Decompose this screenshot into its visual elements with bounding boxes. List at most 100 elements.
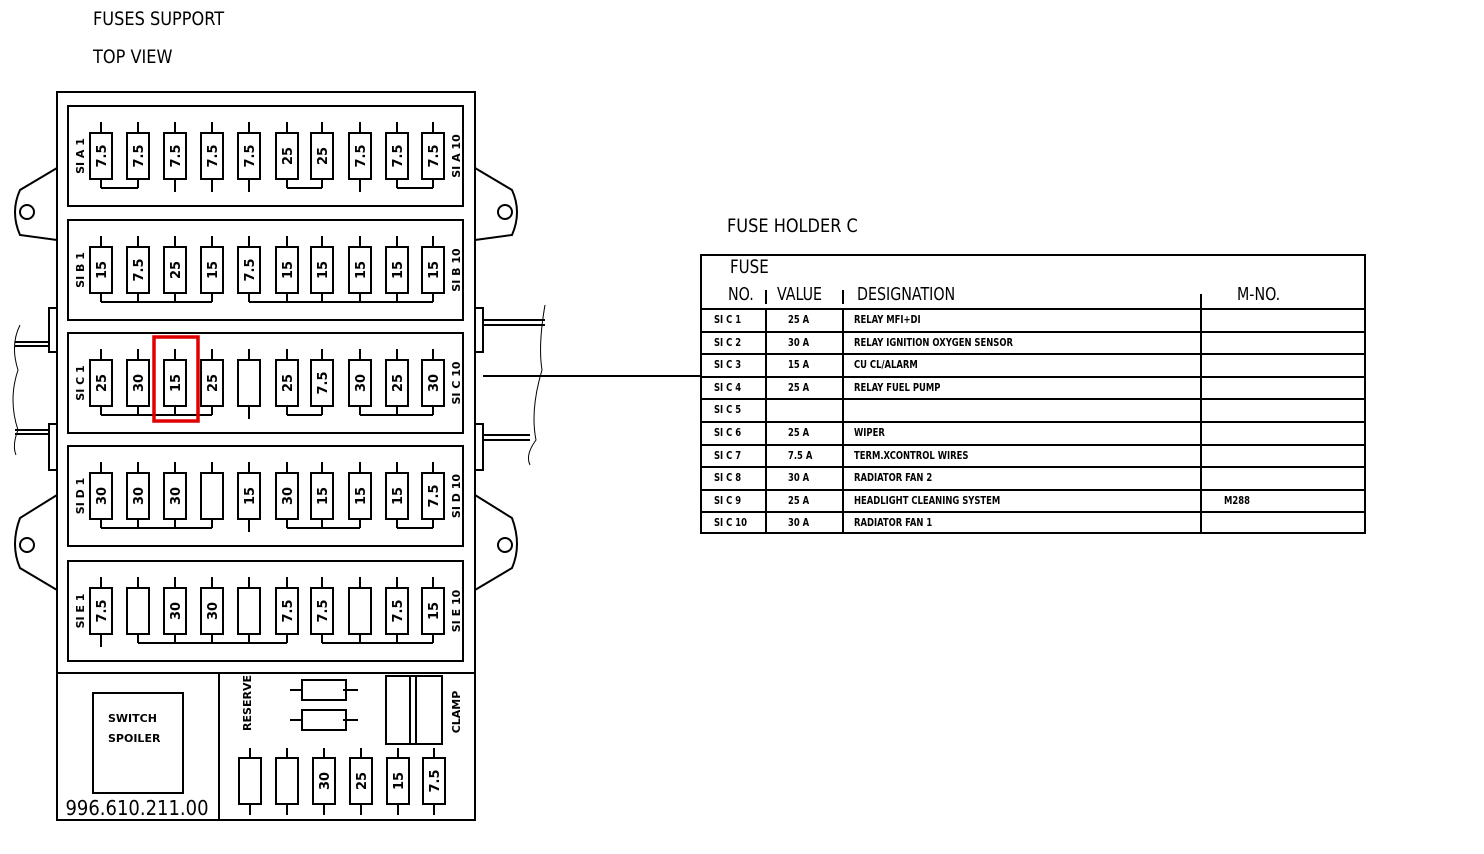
fuse[interactable]: 15 <box>310 462 334 528</box>
spare-fuse[interactable]: 7.5 <box>422 748 446 815</box>
spare-fuse[interactable]: 30 <box>312 748 336 815</box>
fuse[interactable]: 25 <box>275 349 299 415</box>
fuse-row-frame <box>67 332 464 434</box>
fuse[interactable]: 7.5 <box>89 122 113 188</box>
spare-fuse[interactable] <box>238 748 262 815</box>
cell-fuse-no: SI C 3 <box>714 358 742 372</box>
fuse[interactable]: 15 <box>310 236 334 302</box>
mounting-hole <box>19 537 35 553</box>
reserve-fuse[interactable] <box>290 679 358 701</box>
fuse[interactable]: 7.5 <box>126 236 150 302</box>
fuse[interactable]: 7.5 <box>348 122 372 192</box>
fuse[interactable]: 25 <box>89 349 113 415</box>
fuse-value: 25 <box>316 147 331 165</box>
fuse[interactable]: 30 <box>126 349 150 415</box>
fuse[interactable]: 7.5 <box>237 236 261 302</box>
column-divider <box>765 490 767 512</box>
fuse[interactable]: 7.5 <box>385 577 409 643</box>
reserve-label: RESERVE <box>241 675 254 731</box>
fuse[interactable]: 15 <box>275 236 299 302</box>
fuse[interactable]: 30 <box>126 462 150 528</box>
fuse[interactable]: 7.5 <box>310 349 334 415</box>
fuse[interactable] <box>126 577 150 643</box>
cell-value: 30 A <box>788 335 810 349</box>
fuse-value: 7.5 <box>427 144 442 167</box>
column-divider <box>842 423 844 444</box>
fuse-value: 7.5 <box>354 144 369 167</box>
cell-value: 7.5 A <box>788 448 813 462</box>
table-row: SI C 5 <box>702 398 1364 421</box>
fuse-value: 25 <box>169 261 184 279</box>
fuse[interactable]: 7.5 <box>310 577 334 643</box>
column-divider <box>765 513 767 534</box>
fuse[interactable]: 7.5 <box>421 122 445 188</box>
highlight-box <box>152 335 200 423</box>
reserve-fuse[interactable] <box>290 709 358 731</box>
fuse[interactable]: 7.5 <box>163 122 187 192</box>
row-label-left: SI C 1 <box>74 365 87 400</box>
column-header-m-no: M-NO. <box>1237 284 1281 305</box>
fuse[interactable]: 7.5 <box>237 122 261 192</box>
cell-value: 25 A <box>788 380 810 394</box>
fuse-value: 7.5 <box>243 258 258 281</box>
fuse-value: 15 <box>281 261 296 279</box>
fuse[interactable] <box>237 577 261 643</box>
fuse[interactable]: 25 <box>163 236 187 302</box>
column-divider <box>842 332 844 354</box>
fuse[interactable]: 15 <box>200 236 224 302</box>
fuse[interactable]: 15 <box>348 462 372 528</box>
fuse[interactable]: 30 <box>275 462 299 528</box>
fuse[interactable]: 30 <box>163 577 187 643</box>
cell-value: 25 A <box>788 426 810 439</box>
fuse[interactable]: 7.5 <box>275 577 299 643</box>
fuse-value: 15 <box>427 261 442 279</box>
mounting-hole <box>19 204 35 220</box>
fuse-value: 7.5 <box>206 144 221 167</box>
fuse[interactable]: 15 <box>348 236 372 302</box>
fuse[interactable] <box>237 349 261 419</box>
row-label-left: SI A 1 <box>74 138 87 174</box>
fuse[interactable]: 7.5 <box>421 462 445 528</box>
fuse-row-frame <box>67 445 464 547</box>
cell-designation: RELAY IGNITION OXYGEN SENSOR <box>854 335 1013 349</box>
fuse[interactable]: 25 <box>200 349 224 415</box>
fuse[interactable]: 15 <box>163 349 187 415</box>
fuse[interactable]: 25 <box>275 122 299 188</box>
side-tab <box>48 423 58 471</box>
column-divider <box>842 468 844 489</box>
fuse[interactable]: 15 <box>421 577 445 643</box>
fuse[interactable] <box>200 462 224 528</box>
fuse[interactable]: 25 <box>310 122 334 188</box>
fuse-value: 15 <box>354 261 369 279</box>
fuse-value: 7.5 <box>316 371 331 394</box>
fuse[interactable]: 15 <box>89 236 113 302</box>
fuse[interactable] <box>348 577 372 643</box>
cell-designation: RADIATOR FAN 1 <box>854 516 933 530</box>
fuse-value: 15 <box>354 487 369 505</box>
fuse[interactable]: 25 <box>385 349 409 415</box>
fuse[interactable]: 30 <box>200 577 224 643</box>
fuse[interactable]: 15 <box>237 462 261 532</box>
fuse[interactable]: 30 <box>348 349 372 415</box>
column-header-no: NO. <box>728 284 754 305</box>
fuse[interactable]: 15 <box>385 236 409 302</box>
fuse[interactable]: 30 <box>89 462 113 528</box>
fuse[interactable]: 30 <box>163 462 187 528</box>
fuse[interactable]: 15 <box>385 462 409 528</box>
fuse[interactable]: 7.5 <box>126 122 150 188</box>
fuse[interactable]: 30 <box>421 349 445 415</box>
spare-fuse[interactable] <box>275 748 299 815</box>
fuse-value: 15 <box>95 261 110 279</box>
fuse[interactable]: 7.5 <box>200 122 224 192</box>
fuse[interactable]: 7.5 <box>385 122 409 188</box>
row-label-right: SI C 10 <box>450 361 463 404</box>
spare-fuse[interactable]: 15 <box>386 748 410 815</box>
spare-fuse[interactable]: 25 <box>349 748 373 815</box>
fuse-value: 15 <box>392 772 407 790</box>
cell-fuse-no: SI C 4 <box>714 380 742 394</box>
fuse[interactable]: 15 <box>421 236 445 302</box>
fuse[interactable]: 7.5 <box>89 577 113 647</box>
